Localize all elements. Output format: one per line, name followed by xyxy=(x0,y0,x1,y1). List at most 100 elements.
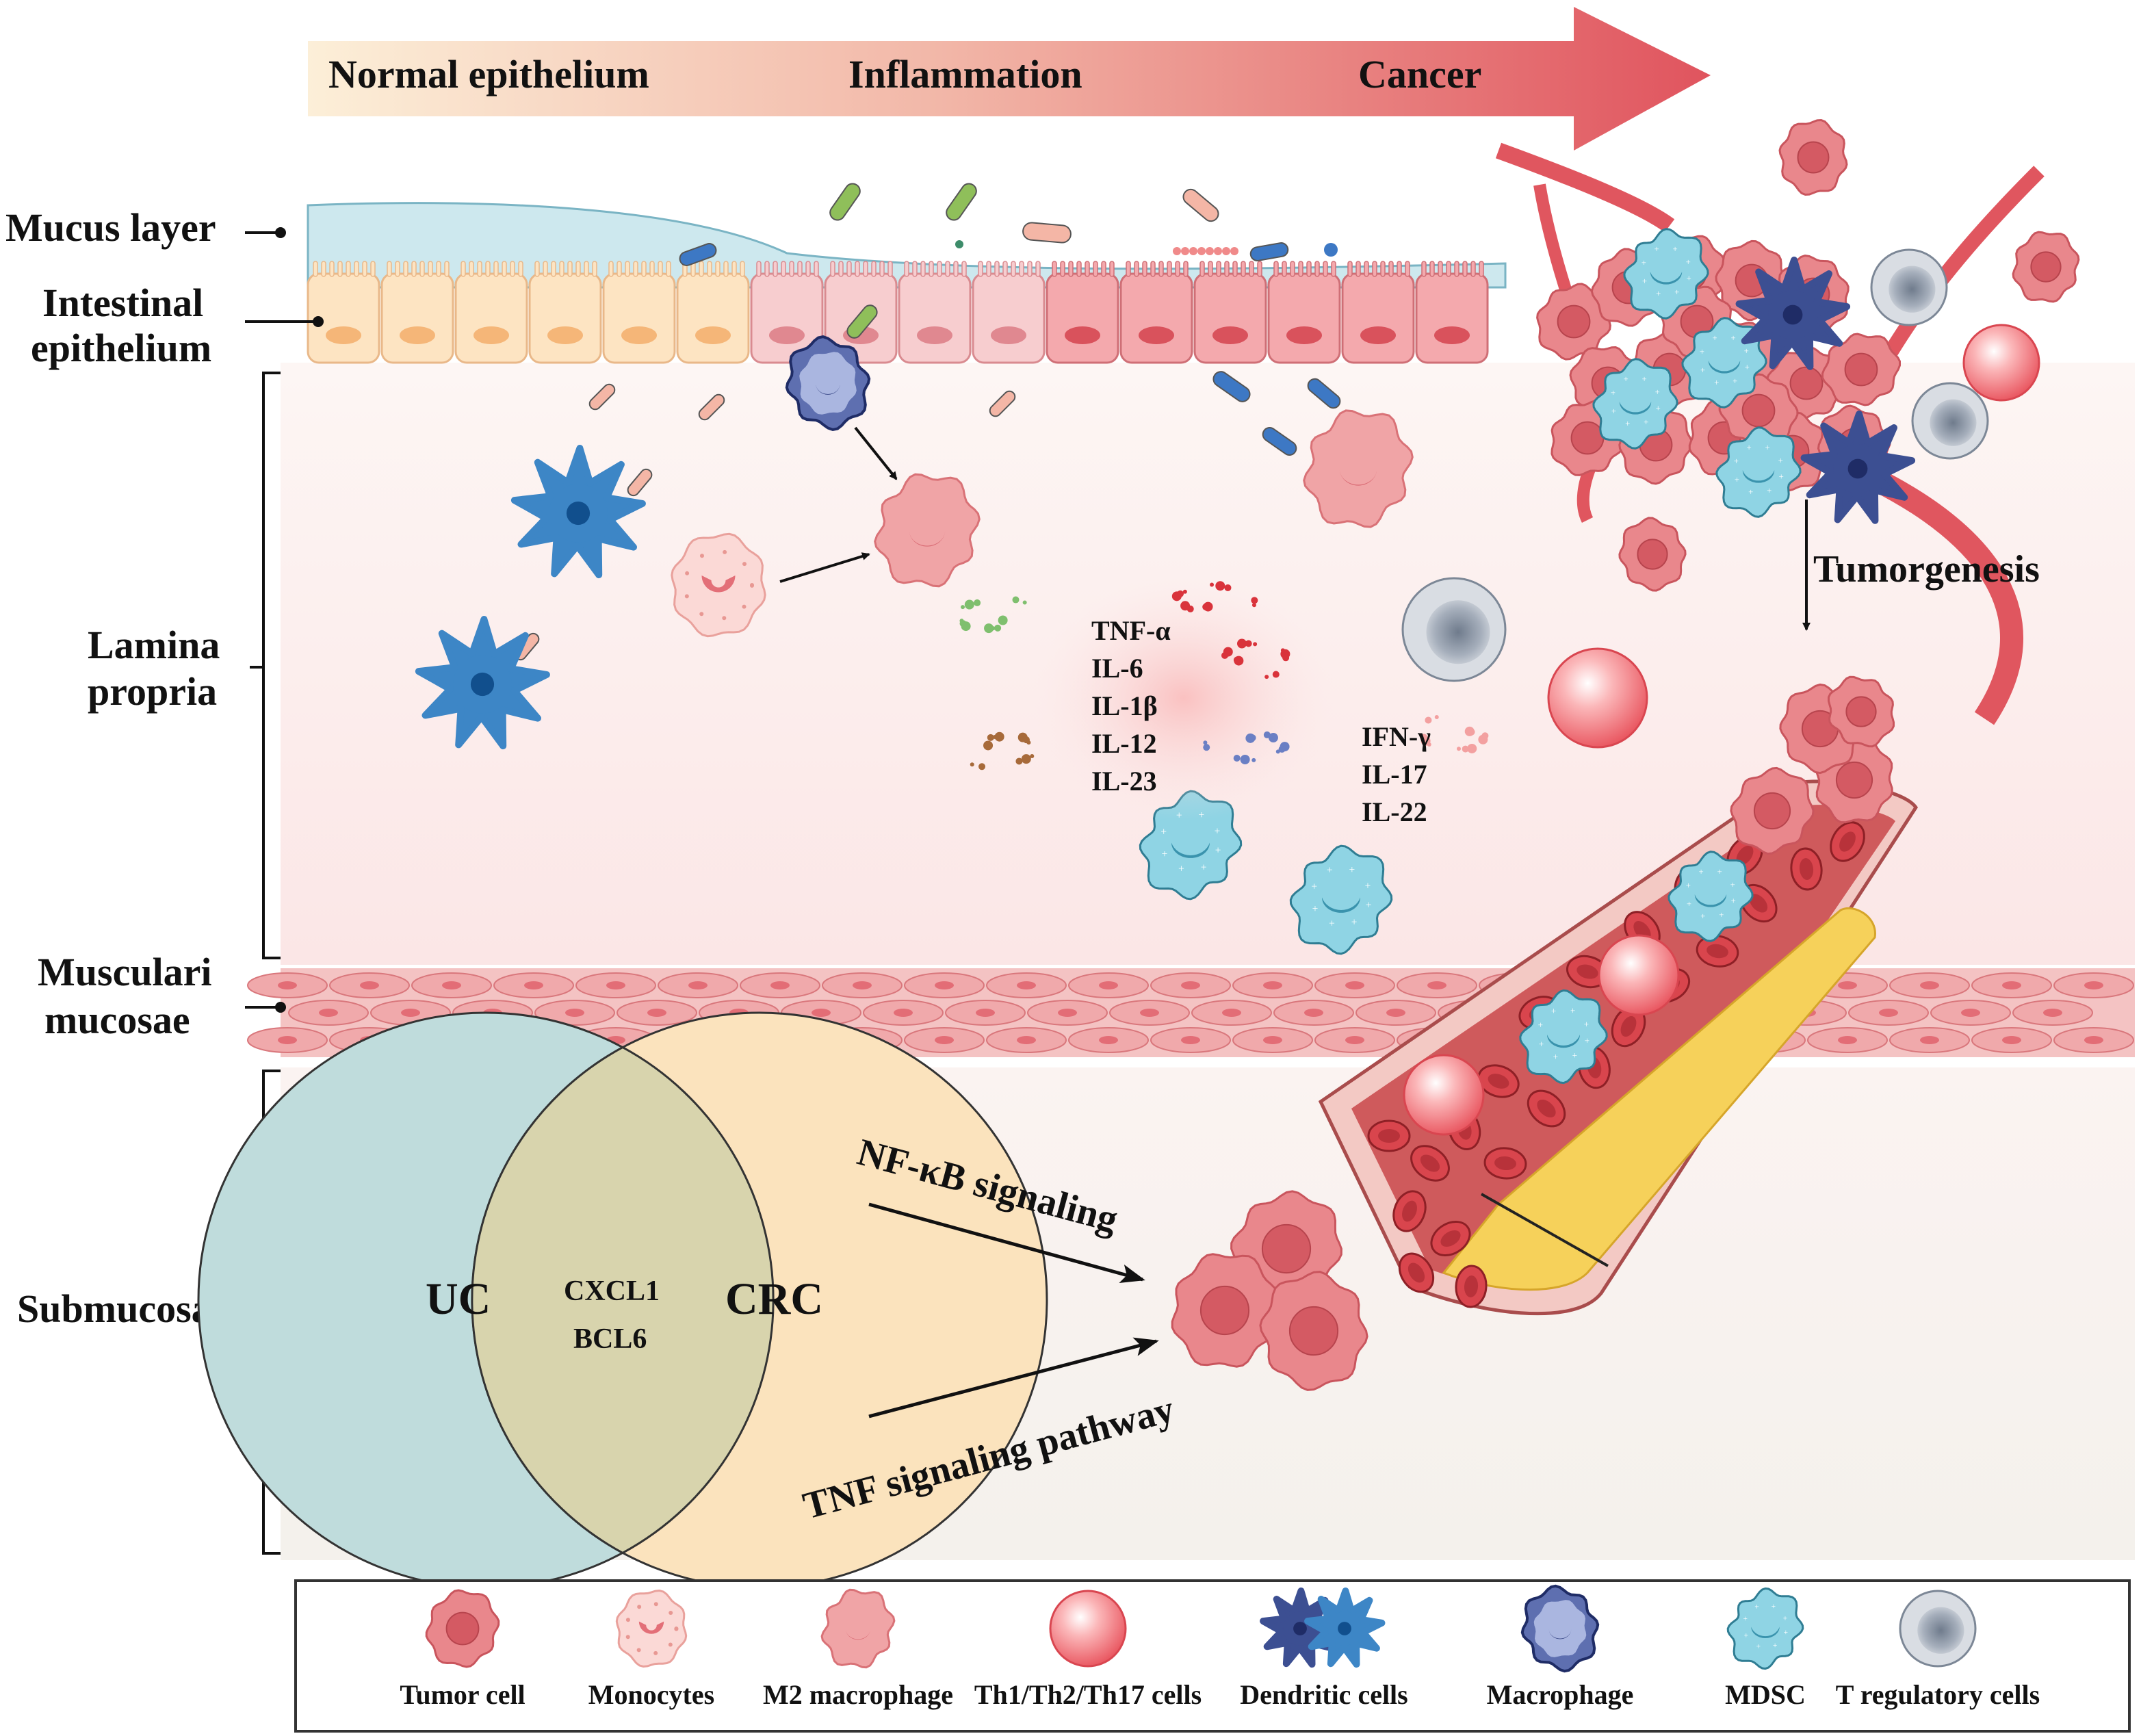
cytokine-dot xyxy=(1251,597,1258,604)
m2-macrophage-icon xyxy=(1303,409,1414,528)
red-blood-cell xyxy=(1696,935,1739,968)
svg-text:+: + xyxy=(1772,1603,1776,1611)
intestinal-epithelium xyxy=(307,261,1489,364)
legend-label: MDSC xyxy=(1725,1679,1806,1710)
cytokine-dot xyxy=(1026,740,1031,745)
dendritic-cell-icon xyxy=(1735,257,1851,370)
epithelial-cell xyxy=(898,261,972,364)
mdsc-icon: ++++++++ xyxy=(1289,844,1393,955)
bacterium-icon xyxy=(1212,371,1251,402)
cytokine-dot xyxy=(1434,715,1439,720)
svg-text:+: + xyxy=(1686,881,1691,890)
mdsc-icon: ++++++++ xyxy=(1726,1587,1804,1670)
cytokine-dot xyxy=(1272,671,1280,678)
tumor-cell-icon xyxy=(2012,231,2080,303)
red-blood-cells: ++++++++++++++++ xyxy=(1367,675,1895,1308)
cytokine-glow xyxy=(1033,575,1334,821)
cytokine-dot xyxy=(1180,601,1191,611)
venn-overlap xyxy=(471,1046,775,1555)
epithelial-cell xyxy=(1193,261,1267,364)
bacterium-icon xyxy=(1214,247,1222,255)
cytokine-dot xyxy=(974,599,981,606)
svg-text:+: + xyxy=(1744,1631,1748,1640)
epithelial-cell xyxy=(602,261,676,364)
bacterium-icon xyxy=(1206,247,1214,255)
mdsc-icon: ++++++++ xyxy=(1519,989,1608,1085)
svg-text:+: + xyxy=(1717,867,1722,877)
svg-text:+: + xyxy=(1215,825,1221,837)
svg-text:+: + xyxy=(1642,258,1646,268)
svg-text:+: + xyxy=(1351,916,1358,928)
red-blood-cell xyxy=(1527,1089,1566,1128)
legend-label: Dendritic cells xyxy=(1240,1679,1408,1710)
progression-arrow: Normal epithelium Inflammation Cancer xyxy=(308,7,1711,151)
cytokine-dot xyxy=(970,762,974,767)
svg-text:+: + xyxy=(1366,899,1372,911)
venn-shared-cxcl1: CXCL1 xyxy=(564,1275,660,1307)
svg-text:+: + xyxy=(1778,456,1783,465)
layer-labels: Mucus layer Intestinal epithelium Lamina… xyxy=(5,205,324,1555)
svg-text:+: + xyxy=(1655,387,1660,397)
cytokine-dot xyxy=(998,617,1006,625)
svg-text:+: + xyxy=(1734,456,1739,466)
bacterium-icon xyxy=(1307,378,1341,409)
epithelial-cell xyxy=(528,261,602,364)
svg-text:+: + xyxy=(1674,287,1679,297)
epithelial-cell xyxy=(972,261,1046,364)
epithelial-cell xyxy=(750,261,824,364)
svg-text:+: + xyxy=(1731,896,1736,905)
legend-item: ++++++++MDSC xyxy=(1725,1587,1806,1710)
tumor-cell-icon xyxy=(1730,766,1815,855)
svg-text:+: + xyxy=(1349,864,1355,876)
legend-item: M2 macrophage xyxy=(763,1588,953,1710)
th-cell-icon xyxy=(1049,1590,1127,1668)
monocyte-to-m2-arrow xyxy=(779,552,870,583)
red-blood-cell xyxy=(1830,821,1865,862)
legend-item: Macrophage xyxy=(1487,1584,1633,1710)
svg-text:+: + xyxy=(1735,475,1739,484)
bacterium-icon xyxy=(1022,222,1072,244)
cytokine-dot xyxy=(1203,744,1210,751)
cytokine-dot xyxy=(1202,603,1210,610)
venn-shared-bcl6: BCL6 xyxy=(573,1323,647,1355)
bacterium-icon xyxy=(1222,247,1230,255)
stage-normal-label: Normal epithelium xyxy=(328,52,649,96)
legend-label: Monocytes xyxy=(588,1679,714,1710)
bacterium-icon xyxy=(1173,247,1181,255)
cytokine-dot xyxy=(1249,734,1256,742)
cytokine-group-2: IFN-γ IL-17 IL-22 xyxy=(1362,721,1431,827)
cytokine-dot xyxy=(1245,640,1252,647)
svg-text:+: + xyxy=(1754,1603,1759,1611)
cytokine-dot xyxy=(1012,596,1020,604)
epithelial-cell xyxy=(1046,261,1119,364)
svg-text:+: + xyxy=(1773,1642,1777,1650)
cytokine-dot xyxy=(1278,745,1286,753)
red-blood-cell xyxy=(1483,1147,1527,1180)
bacterium-icon xyxy=(698,393,725,421)
treg-cell-icon xyxy=(1899,1590,1977,1668)
cytokine-dot xyxy=(1282,654,1290,662)
cytokine-dot xyxy=(1177,590,1184,597)
bacterium-icon xyxy=(1189,247,1197,255)
cytokine-il-1-beta: IL-1β xyxy=(1091,690,1158,721)
cytokine-dot xyxy=(1275,749,1280,754)
cytokine-tnf-alpha: TNF-α xyxy=(1091,615,1171,646)
venn-diagram: UC CRC CXCL1 BCL6 xyxy=(197,1011,1048,1589)
cytokine-dot xyxy=(994,624,1002,632)
cytokine-dot xyxy=(1478,734,1488,744)
epithelial-cell xyxy=(1119,261,1193,364)
cytokine-dot xyxy=(1425,716,1432,724)
cytokine-dot xyxy=(1264,675,1269,679)
svg-text:+: + xyxy=(1700,347,1704,357)
cytokine-dot xyxy=(1251,603,1256,608)
cytokine-dot xyxy=(959,619,964,623)
bacterium-icon xyxy=(1230,247,1238,255)
tnf-arrow xyxy=(868,1337,1159,1418)
svg-text:+: + xyxy=(1553,1052,1558,1062)
red-blood-cell xyxy=(1392,1190,1427,1232)
svg-text:+: + xyxy=(1654,244,1659,254)
svg-text:+: + xyxy=(1178,864,1184,875)
bacterium-icon xyxy=(955,240,963,248)
bacterium-icon xyxy=(1262,427,1297,456)
svg-text:+: + xyxy=(1712,333,1717,343)
